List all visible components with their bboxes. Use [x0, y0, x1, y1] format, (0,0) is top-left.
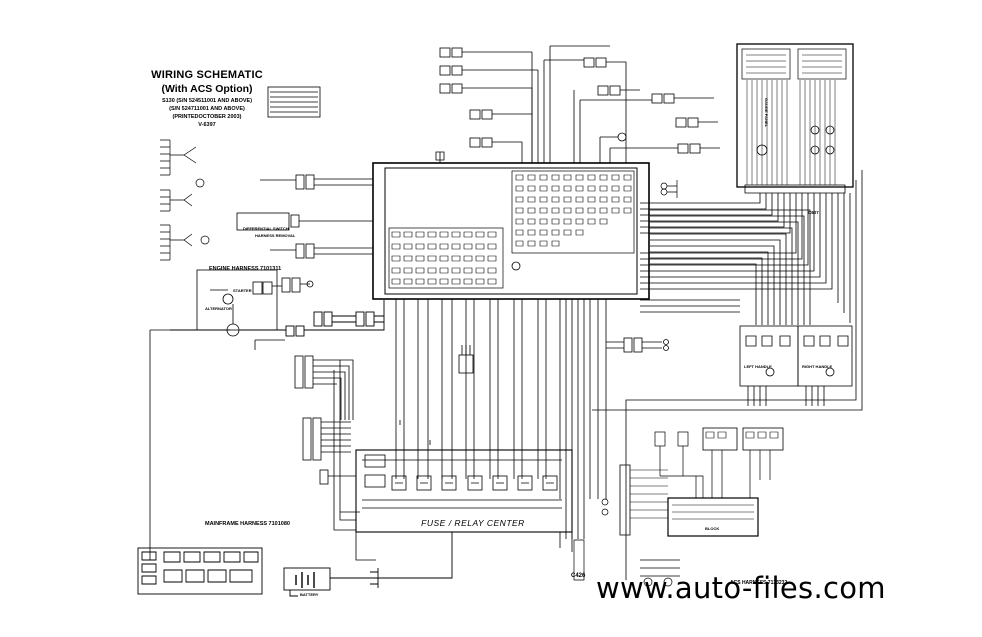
gauge-panel-label: GAUGE PANEL [764, 97, 770, 128]
controller-to-fuse-wires [395, 299, 607, 539]
main-controller-panel [372, 162, 650, 300]
mid-right-connectors [458, 337, 669, 374]
battery-label: BATTERY [300, 592, 319, 597]
harness-removal-label: HARNESS REMOVAL [255, 233, 296, 238]
model-line-2: (S/N 524711001 AND ABOVE) [169, 106, 245, 112]
gauge-panel [736, 43, 854, 194]
model-line-1: S130 (S/N 524511001 AND ABOVE) [161, 98, 253, 104]
mainframe-bus [170, 300, 385, 337]
gauge-panel-wires [640, 193, 851, 323]
document-number: V-6397 [198, 122, 216, 128]
engine-harness [196, 269, 314, 337]
left-wiring-tree [160, 139, 210, 261]
pin-markers [601, 180, 678, 516]
frame-wires [149, 329, 573, 561]
mainframe-harness-label: MAINFRAME HARNESS 7101080 [205, 521, 290, 527]
right-bundles [592, 170, 863, 580]
top-connectors [435, 45, 720, 163]
left-handle-label: LEFT HANDLE [744, 364, 772, 369]
schematic-title: WIRING SCHEMATIC [151, 69, 263, 81]
starter-label: STARTER [233, 288, 252, 293]
fuse-relay-center-label: FUSE / RELAY CENTER [421, 518, 525, 528]
schematic-subtitle: (With ACS Option) [161, 83, 253, 95]
right-handle-label: RIGHT HANDLE [802, 364, 833, 369]
acs-block [573, 427, 784, 587]
differential-switch-label: DIFFERENTIAL SWITCH [243, 226, 289, 231]
acs-harness-label: ACS HARNESS 7133232 [730, 580, 788, 586]
alternator-label: ALTERNATOR [205, 306, 232, 311]
c426-label: C426 [571, 573, 586, 579]
fuse-relay-center [355, 449, 573, 533]
watermark-text: www.auto-files.com [596, 571, 886, 605]
key-panel [137, 532, 453, 597]
left-mid-connectors [294, 355, 356, 485]
print-date: (PRINTEDOCTOBER 2003) [172, 114, 242, 120]
c607-label: C607 [808, 210, 819, 215]
legend-box [267, 86, 321, 118]
block-label: BLOCK [705, 526, 720, 531]
engine-harness-label: ENGINE HARNESS 7101311 [209, 266, 282, 272]
left-connectors [236, 174, 373, 259]
